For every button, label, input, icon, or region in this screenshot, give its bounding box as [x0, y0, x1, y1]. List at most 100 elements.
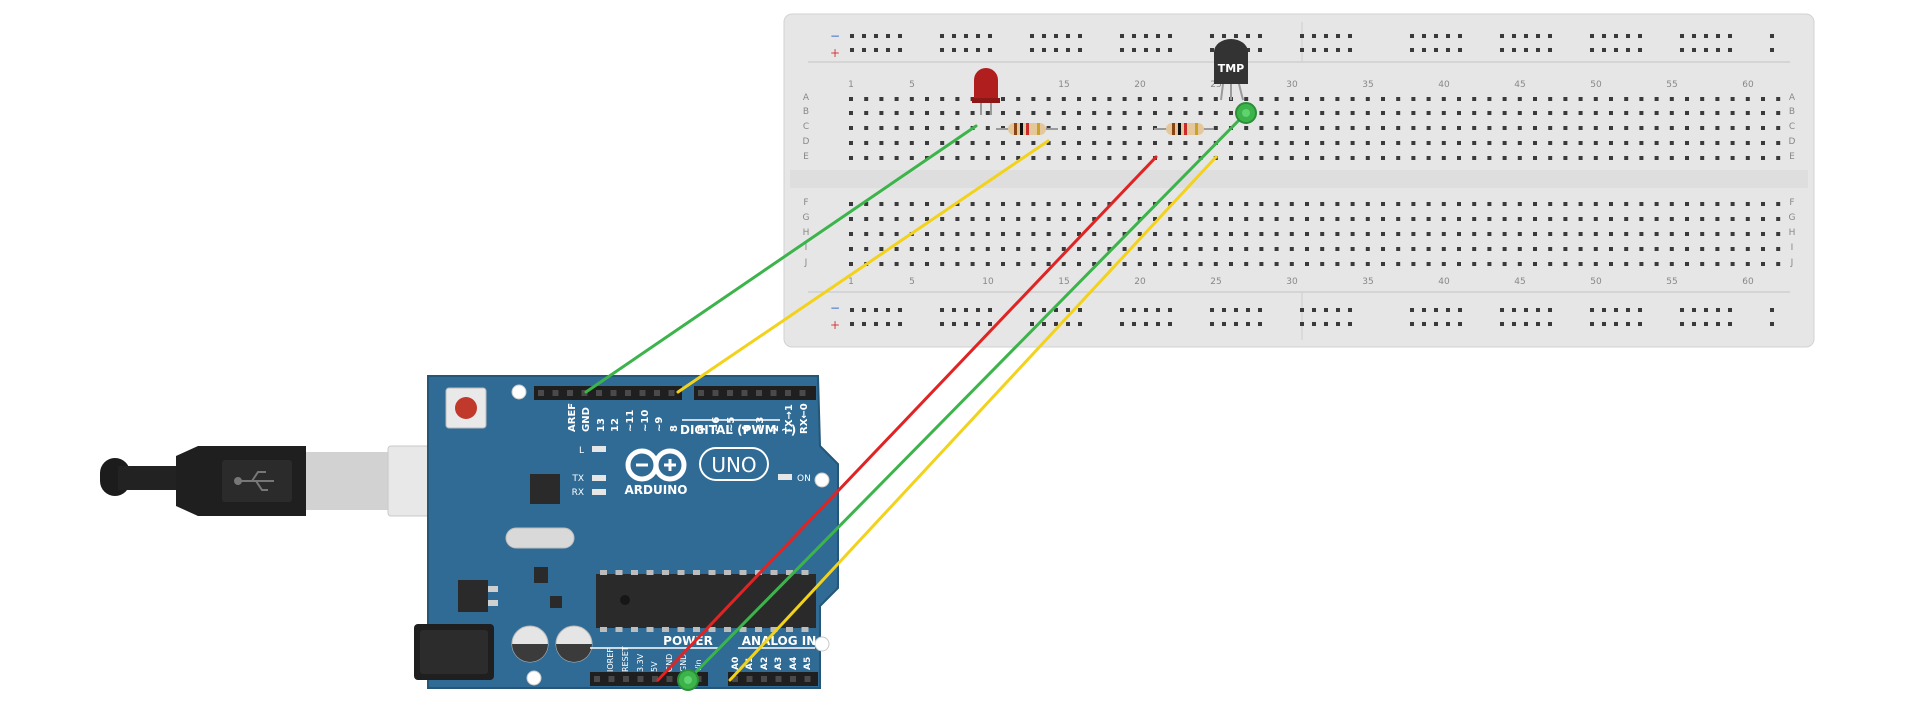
breadboard-hole[interactable]: [849, 262, 853, 266]
rail-hole[interactable]: [1602, 34, 1606, 38]
rail-hole[interactable]: [1324, 34, 1328, 38]
breadboard-hole[interactable]: [1198, 141, 1203, 145]
rail-hole[interactable]: [1066, 48, 1070, 52]
rail-hole[interactable]: [952, 34, 956, 38]
breadboard-hole[interactable]: [1624, 232, 1629, 236]
breadboard-hole[interactable]: [1457, 141, 1461, 145]
breadboard-hole[interactable]: [1593, 247, 1598, 251]
rail-hole[interactable]: [1602, 48, 1606, 52]
rail-hole[interactable]: [1704, 308, 1708, 312]
rail-hole[interactable]: [1728, 322, 1732, 326]
rail-hole[interactable]: [1410, 322, 1414, 326]
rail-hole[interactable]: [874, 48, 878, 52]
breadboard-hole[interactable]: [1229, 262, 1233, 266]
breadboard-hole[interactable]: [894, 247, 899, 251]
breadboard-hole[interactable]: [1183, 262, 1188, 266]
breadboard-hole[interactable]: [1654, 141, 1659, 145]
breadboard-hole[interactable]: [1548, 156, 1553, 160]
breadboard-hole[interactable]: [1730, 247, 1735, 251]
breadboard-hole[interactable]: [1517, 156, 1522, 160]
breadboard-hole[interactable]: [1761, 111, 1765, 115]
breadboard-hole[interactable]: [970, 262, 975, 266]
breadboard-hole[interactable]: [1578, 202, 1583, 206]
breadboard-hole[interactable]: [955, 111, 960, 115]
breadboard-hole[interactable]: [1046, 202, 1051, 206]
breadboard-hole[interactable]: [1137, 126, 1142, 130]
breadboard-hole[interactable]: [1639, 126, 1644, 130]
breadboard-hole[interactable]: [1761, 202, 1765, 206]
breadboard-hole[interactable]: [1320, 232, 1325, 236]
breadboard-hole[interactable]: [879, 262, 884, 266]
rail-hole[interactable]: [1078, 308, 1082, 312]
breadboard-hole[interactable]: [1289, 111, 1294, 115]
breadboard-hole[interactable]: [1563, 232, 1568, 236]
breadboard-hole[interactable]: [1654, 111, 1659, 115]
breadboard-hole[interactable]: [1122, 217, 1127, 221]
breadboard-hole[interactable]: [864, 126, 869, 130]
breadboard-hole[interactable]: [1563, 141, 1568, 145]
rail-hole[interactable]: [1536, 48, 1540, 52]
breadboard-hole[interactable]: [1669, 247, 1674, 251]
breadboard-hole[interactable]: [1715, 156, 1720, 160]
wire-yellow-a0[interactable]: [728, 155, 1218, 682]
rail-hole[interactable]: [1144, 322, 1148, 326]
header-pin[interactable]: [596, 390, 602, 396]
rail-hole[interactable]: [1434, 322, 1438, 326]
breadboard-hole[interactable]: [1730, 141, 1735, 145]
breadboard-hole[interactable]: [1198, 217, 1203, 221]
breadboard-hole[interactable]: [864, 232, 869, 236]
breadboard-hole[interactable]: [849, 217, 853, 221]
rail-hole[interactable]: [1300, 34, 1304, 38]
breadboard-hole[interactable]: [1578, 126, 1583, 130]
breadboard-hole[interactable]: [1365, 97, 1370, 101]
breadboard-hole[interactable]: [1502, 156, 1507, 160]
rail-hole[interactable]: [1348, 34, 1352, 38]
breadboard-hole[interactable]: [1320, 217, 1325, 221]
rail-hole[interactable]: [1312, 34, 1316, 38]
rail-hole[interactable]: [940, 48, 944, 52]
breadboard-hole[interactable]: [1776, 156, 1781, 160]
breadboard-hole[interactable]: [1153, 232, 1157, 236]
breadboard-hole[interactable]: [1487, 217, 1492, 221]
rail-hole[interactable]: [1524, 322, 1528, 326]
breadboard-hole[interactable]: [1411, 217, 1416, 221]
breadboard-hole[interactable]: [1502, 232, 1507, 236]
breadboard-hole[interactable]: [1700, 126, 1705, 130]
breadboard-hole[interactable]: [1061, 111, 1066, 115]
breadboard-hole[interactable]: [1578, 232, 1583, 236]
wire-green-gnd[interactable]: [686, 111, 1248, 682]
breadboard-hole[interactable]: [1685, 262, 1689, 266]
breadboard-hole[interactable]: [1016, 97, 1021, 101]
rail-hole[interactable]: [952, 322, 956, 326]
breadboard-hole[interactable]: [1305, 97, 1309, 101]
breadboard-hole[interactable]: [985, 232, 990, 236]
breadboard-hole[interactable]: [909, 202, 914, 206]
breadboard-hole[interactable]: [1411, 232, 1416, 236]
breadboard-hole[interactable]: [1183, 97, 1188, 101]
rail-hole[interactable]: [1692, 34, 1696, 38]
rail-hole[interactable]: [964, 48, 968, 52]
breadboard-hole[interactable]: [1077, 247, 1081, 251]
breadboard-hole[interactable]: [1001, 202, 1005, 206]
breadboard-hole[interactable]: [1639, 141, 1644, 145]
rail-hole[interactable]: [898, 48, 902, 52]
breadboard-hole[interactable]: [1274, 126, 1279, 130]
breadboard-hole[interactable]: [1578, 141, 1583, 145]
rail-hole[interactable]: [1168, 308, 1172, 312]
breadboard-hole[interactable]: [909, 217, 914, 221]
breadboard-hole[interactable]: [1745, 156, 1750, 160]
breadboard-hole[interactable]: [970, 217, 975, 221]
rail-hole[interactable]: [874, 322, 878, 326]
breadboard-hole[interactable]: [1624, 217, 1629, 221]
rail-hole[interactable]: [1434, 48, 1438, 52]
breadboard-hole[interactable]: [879, 111, 884, 115]
rail-hole[interactable]: [1626, 322, 1630, 326]
rail-hole[interactable]: [1446, 48, 1450, 52]
breadboard-hole[interactable]: [1259, 111, 1264, 115]
breadboard-hole[interactable]: [894, 202, 899, 206]
breadboard-hole[interactable]: [1046, 141, 1051, 145]
rail-hole[interactable]: [1500, 48, 1504, 52]
breadboard-hole[interactable]: [1563, 111, 1568, 115]
breadboard-hole[interactable]: [1669, 126, 1674, 130]
rail-hole[interactable]: [1536, 308, 1540, 312]
